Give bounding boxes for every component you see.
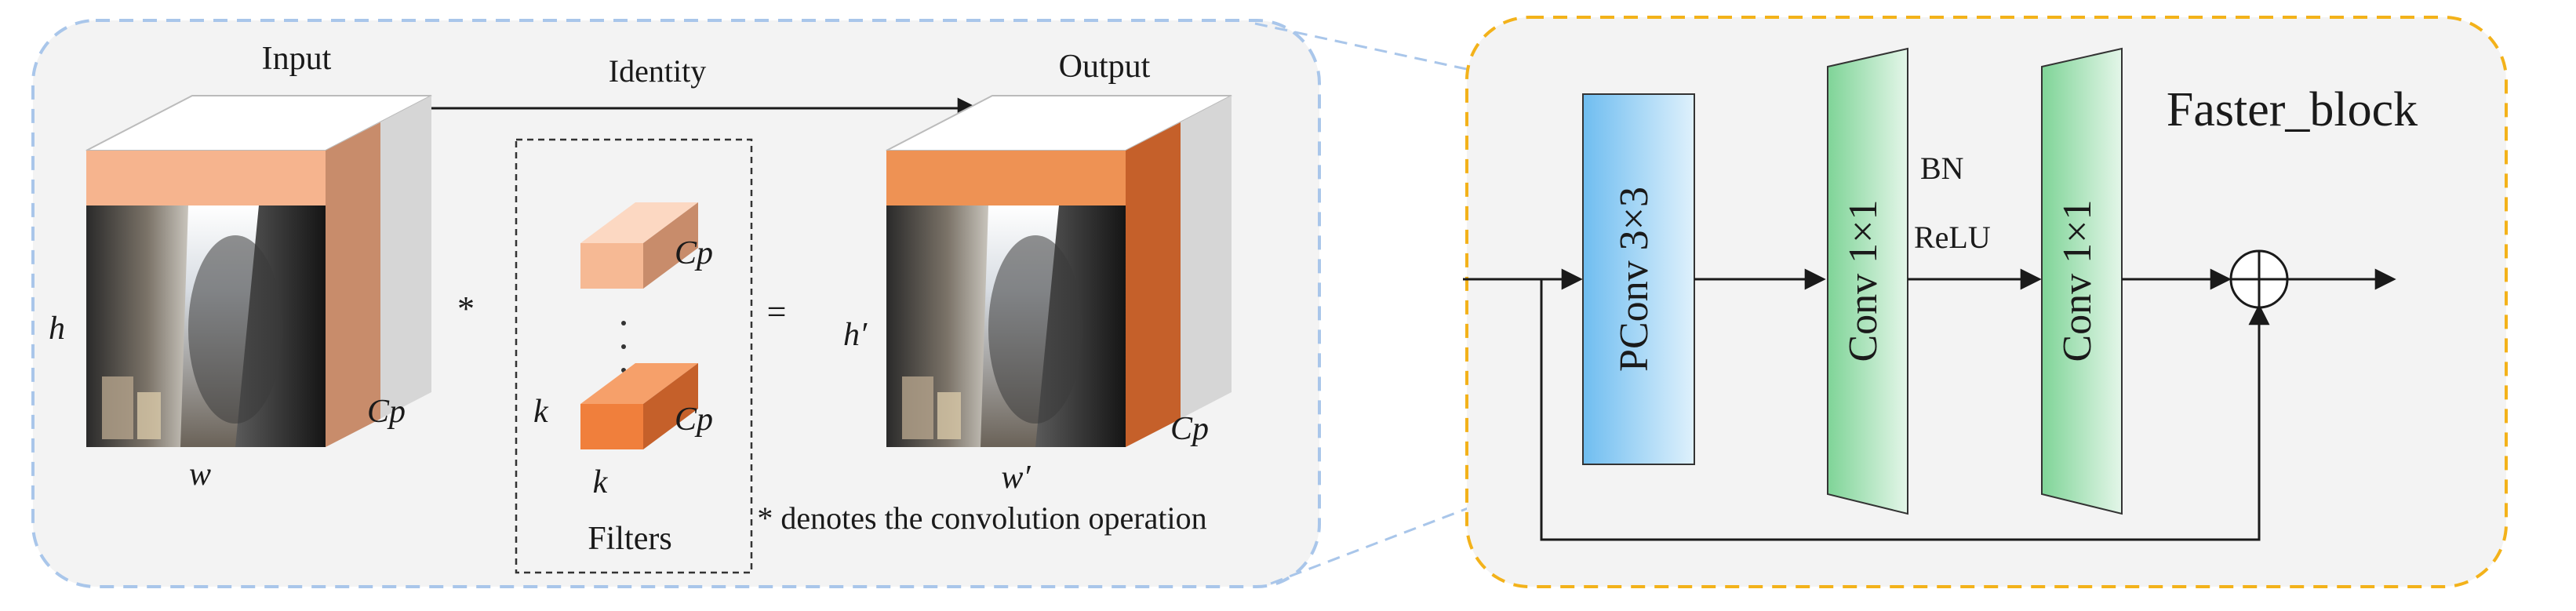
convolution-symbol: *	[457, 289, 475, 328]
filter-top-channel-label: Cp	[675, 235, 713, 271]
filter-count-label: k	[533, 394, 549, 430]
pconv-block	[1582, 93, 1695, 465]
output-tensor-cube	[886, 95, 1232, 447]
conv1-block	[1827, 47, 1908, 515]
filter-size-label: k	[593, 464, 609, 500]
filters-label: Filters	[588, 521, 671, 557]
faster-block-panel: PConv 3×3 Conv 1×1 BN ReLU Conv 1×1 Fast…	[1463, 16, 2508, 588]
conv2-block	[2041, 47, 2123, 515]
input-tensor-cube	[86, 95, 432, 447]
filter-bottom	[580, 363, 698, 449]
equals-symbol: =	[767, 293, 787, 331]
output-width-label: w′	[1001, 460, 1031, 496]
zoom-connector-bottom	[1270, 463, 1584, 585]
pconv-label: PConv 3×3	[1612, 187, 1657, 372]
input-height-label: h	[49, 311, 65, 347]
input-label: Input	[262, 41, 332, 77]
filters-box	[515, 138, 753, 574]
skip-connection-arrow	[1540, 279, 2270, 541]
relu-label: ReLU	[1914, 220, 1991, 255]
faster-block-title: Faster_block	[2167, 83, 2418, 136]
conv1-label: Conv 1×1	[1841, 199, 1886, 362]
output-height-label: h′	[843, 317, 868, 353]
add-node	[2229, 249, 2289, 309]
conv-illustration-panel: Input Identity Output * = h w Cp h′ w′ C…	[31, 19, 1321, 588]
zoom-connector-top	[1254, 22, 1584, 96]
bn-label: BN	[1920, 151, 1964, 186]
dot	[621, 321, 626, 326]
filter-top	[580, 202, 698, 289]
dot	[621, 344, 626, 349]
conv2-label: Conv 1×1	[2055, 199, 2100, 362]
output-channel-label: Cp	[1170, 411, 1209, 447]
identity-label: Identity	[609, 53, 706, 89]
filter-bottom-channel-label: Cp	[675, 402, 713, 438]
input-width-label: w	[189, 456, 211, 493]
convolution-note: * denotes the convolution operation	[757, 500, 1206, 536]
output-label: Output	[1059, 49, 1151, 85]
input-channel-label: Cp	[367, 394, 406, 430]
input-image	[86, 205, 326, 447]
right-panel-border	[1465, 16, 2508, 588]
output-image	[886, 205, 1126, 447]
